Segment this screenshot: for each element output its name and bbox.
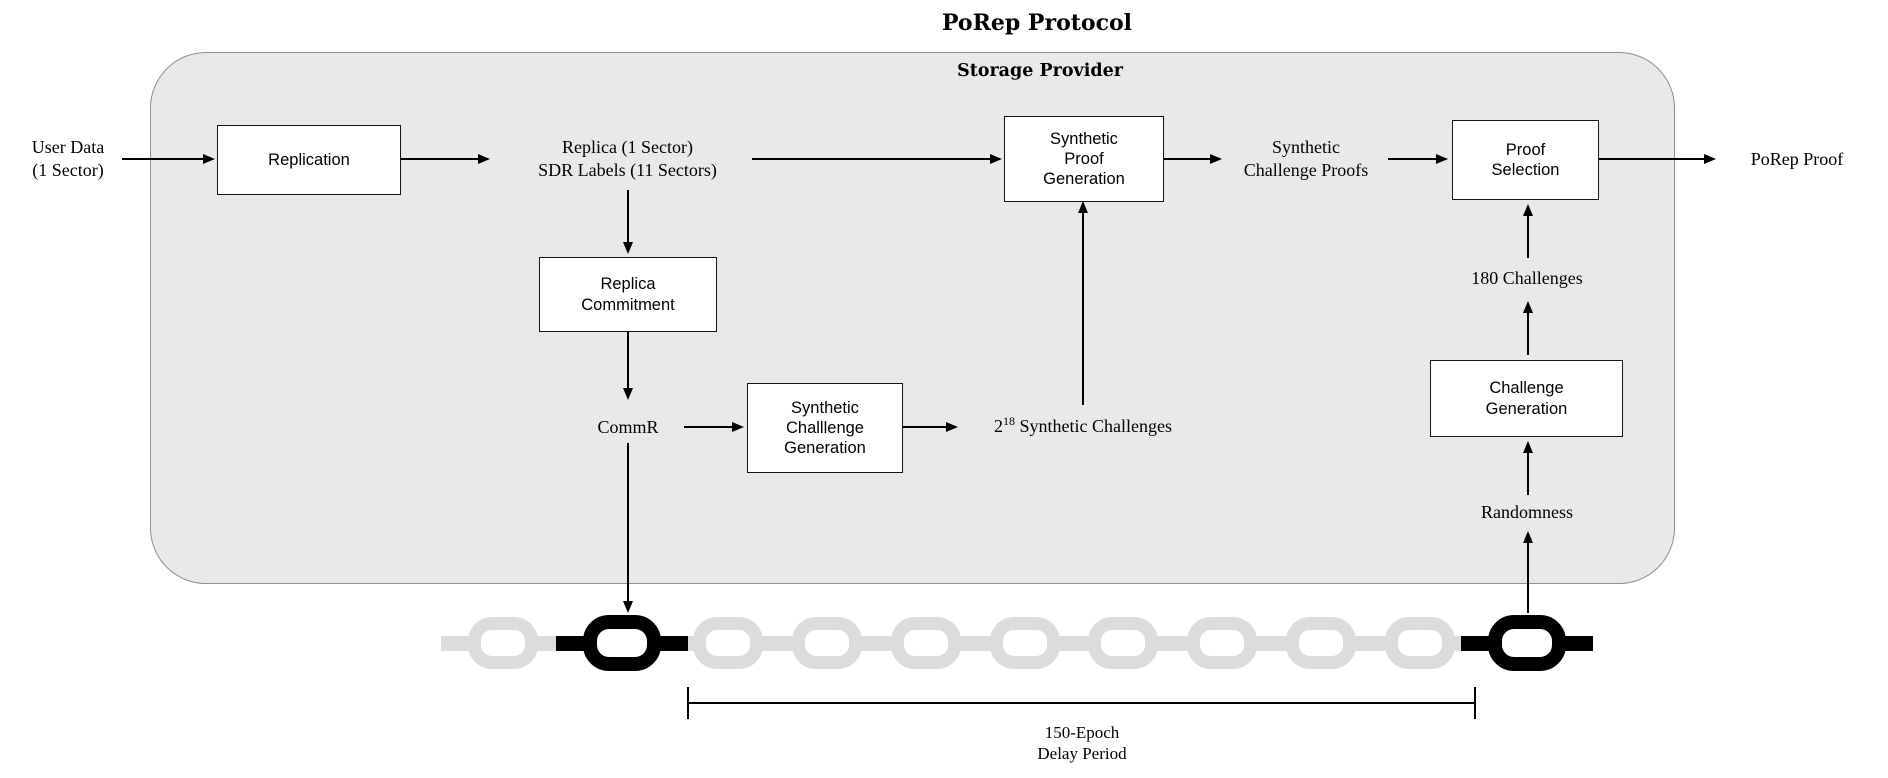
chain-connector-10l (1358, 635, 1386, 651)
replication-box: Replication (217, 125, 401, 195)
arrow-replication-to-replica (401, 158, 478, 160)
arrow-user-data-to-replication (122, 158, 203, 160)
storage-provider-container (150, 52, 1675, 584)
chain-connector-8l (1160, 635, 1188, 651)
arrow-proof-selection-to-porep-proof (1599, 158, 1704, 160)
user-data-label: User Data (1 Sector) (31, 137, 105, 180)
arrow-scg-to-synthetic-challenges (903, 426, 946, 428)
delay-bracket-right-tick (1474, 687, 1476, 719)
chain-link-9-light (1286, 617, 1356, 669)
synthetic-challenge-proofs-label: Synthetic Challenge Proofs (1243, 137, 1369, 180)
commr-label: CommR (597, 417, 659, 437)
chain-connector-2l (556, 635, 584, 651)
arrow-spg-to-synthetic-challenge-proofs (1164, 158, 1210, 160)
replica-commitment-box: Replica Commitment (539, 257, 717, 332)
chain-link-6-light (990, 617, 1060, 669)
chain-connector-11l (1461, 635, 1489, 651)
chain-connector-7l (1061, 635, 1089, 651)
chain-link-8-light (1187, 617, 1257, 669)
arrow-synthetic-challenges-to-spg (1082, 213, 1084, 405)
arrow-replica-to-synthetic-proof-generation (752, 158, 990, 160)
chain-link-11-black (1488, 615, 1566, 671)
chain-connector-5l (864, 635, 892, 651)
chain-link-2-black (583, 615, 661, 671)
arrow-randomness-to-challenge-generation (1527, 453, 1529, 495)
arrow-commr-to-chain (627, 443, 629, 601)
chain-connector-1l (441, 635, 469, 651)
arrow-scp-to-proof-selection (1388, 158, 1436, 160)
porep-proof-label: PoRep Proof (1750, 149, 1844, 169)
delay-bracket-line (688, 702, 1476, 704)
delay-period-label: 150-Epoch Delay Period (1037, 723, 1127, 764)
chain-link-5-light (891, 617, 961, 669)
chain-connector-11r (1565, 635, 1593, 651)
page-title: PoRep Protocol (941, 10, 1133, 36)
arrow-challenge-generation-to-180-challenges (1527, 313, 1529, 355)
synthetic-challenges-base: 2 (994, 416, 1003, 436)
arrow-replica-commitment-to-commr (627, 332, 629, 388)
180-challenges-label: 180 Challenges (1471, 268, 1583, 288)
synthetic-challenges-label: 218 Synthetic Challenges (963, 415, 1203, 438)
chain-connector-2r (660, 635, 688, 651)
synthetic-challenges-rest: Synthetic Challenges (1015, 416, 1172, 436)
chain-link-3-light (693, 617, 763, 669)
proof-selection-box: Proof Selection (1452, 120, 1599, 200)
storage-provider-label: Storage Provider (957, 61, 1123, 81)
chain-link-10-light (1385, 617, 1455, 669)
arrow-commr-to-synthetic-challenge-generation (684, 426, 732, 428)
synthetic-proof-generation-box: Synthetic Proof Generation (1004, 116, 1164, 202)
arrow-chain-to-randomness (1527, 543, 1529, 613)
chain-connector-9l (1259, 635, 1287, 651)
replica-sdr-label: Replica (1 Sector) SDR Labels (11 Sector… (538, 137, 717, 180)
challenge-generation-box: Challenge Generation (1430, 360, 1623, 437)
synthetic-challenge-generation-box: Synthetic Challlenge Generation (747, 383, 903, 473)
synthetic-challenges-exponent: 18 (1003, 414, 1015, 428)
randomness-label: Randomness (1481, 502, 1573, 522)
chain-connector-4l (765, 635, 793, 651)
arrow-180-challenges-to-proof-selection (1527, 216, 1529, 258)
arrow-replica-to-replica-commitment (627, 190, 629, 242)
chain-link-1-light (468, 617, 538, 669)
chain-connector-6l (963, 635, 991, 651)
chain-link-7-light (1088, 617, 1158, 669)
chain-link-4-light (792, 617, 862, 669)
